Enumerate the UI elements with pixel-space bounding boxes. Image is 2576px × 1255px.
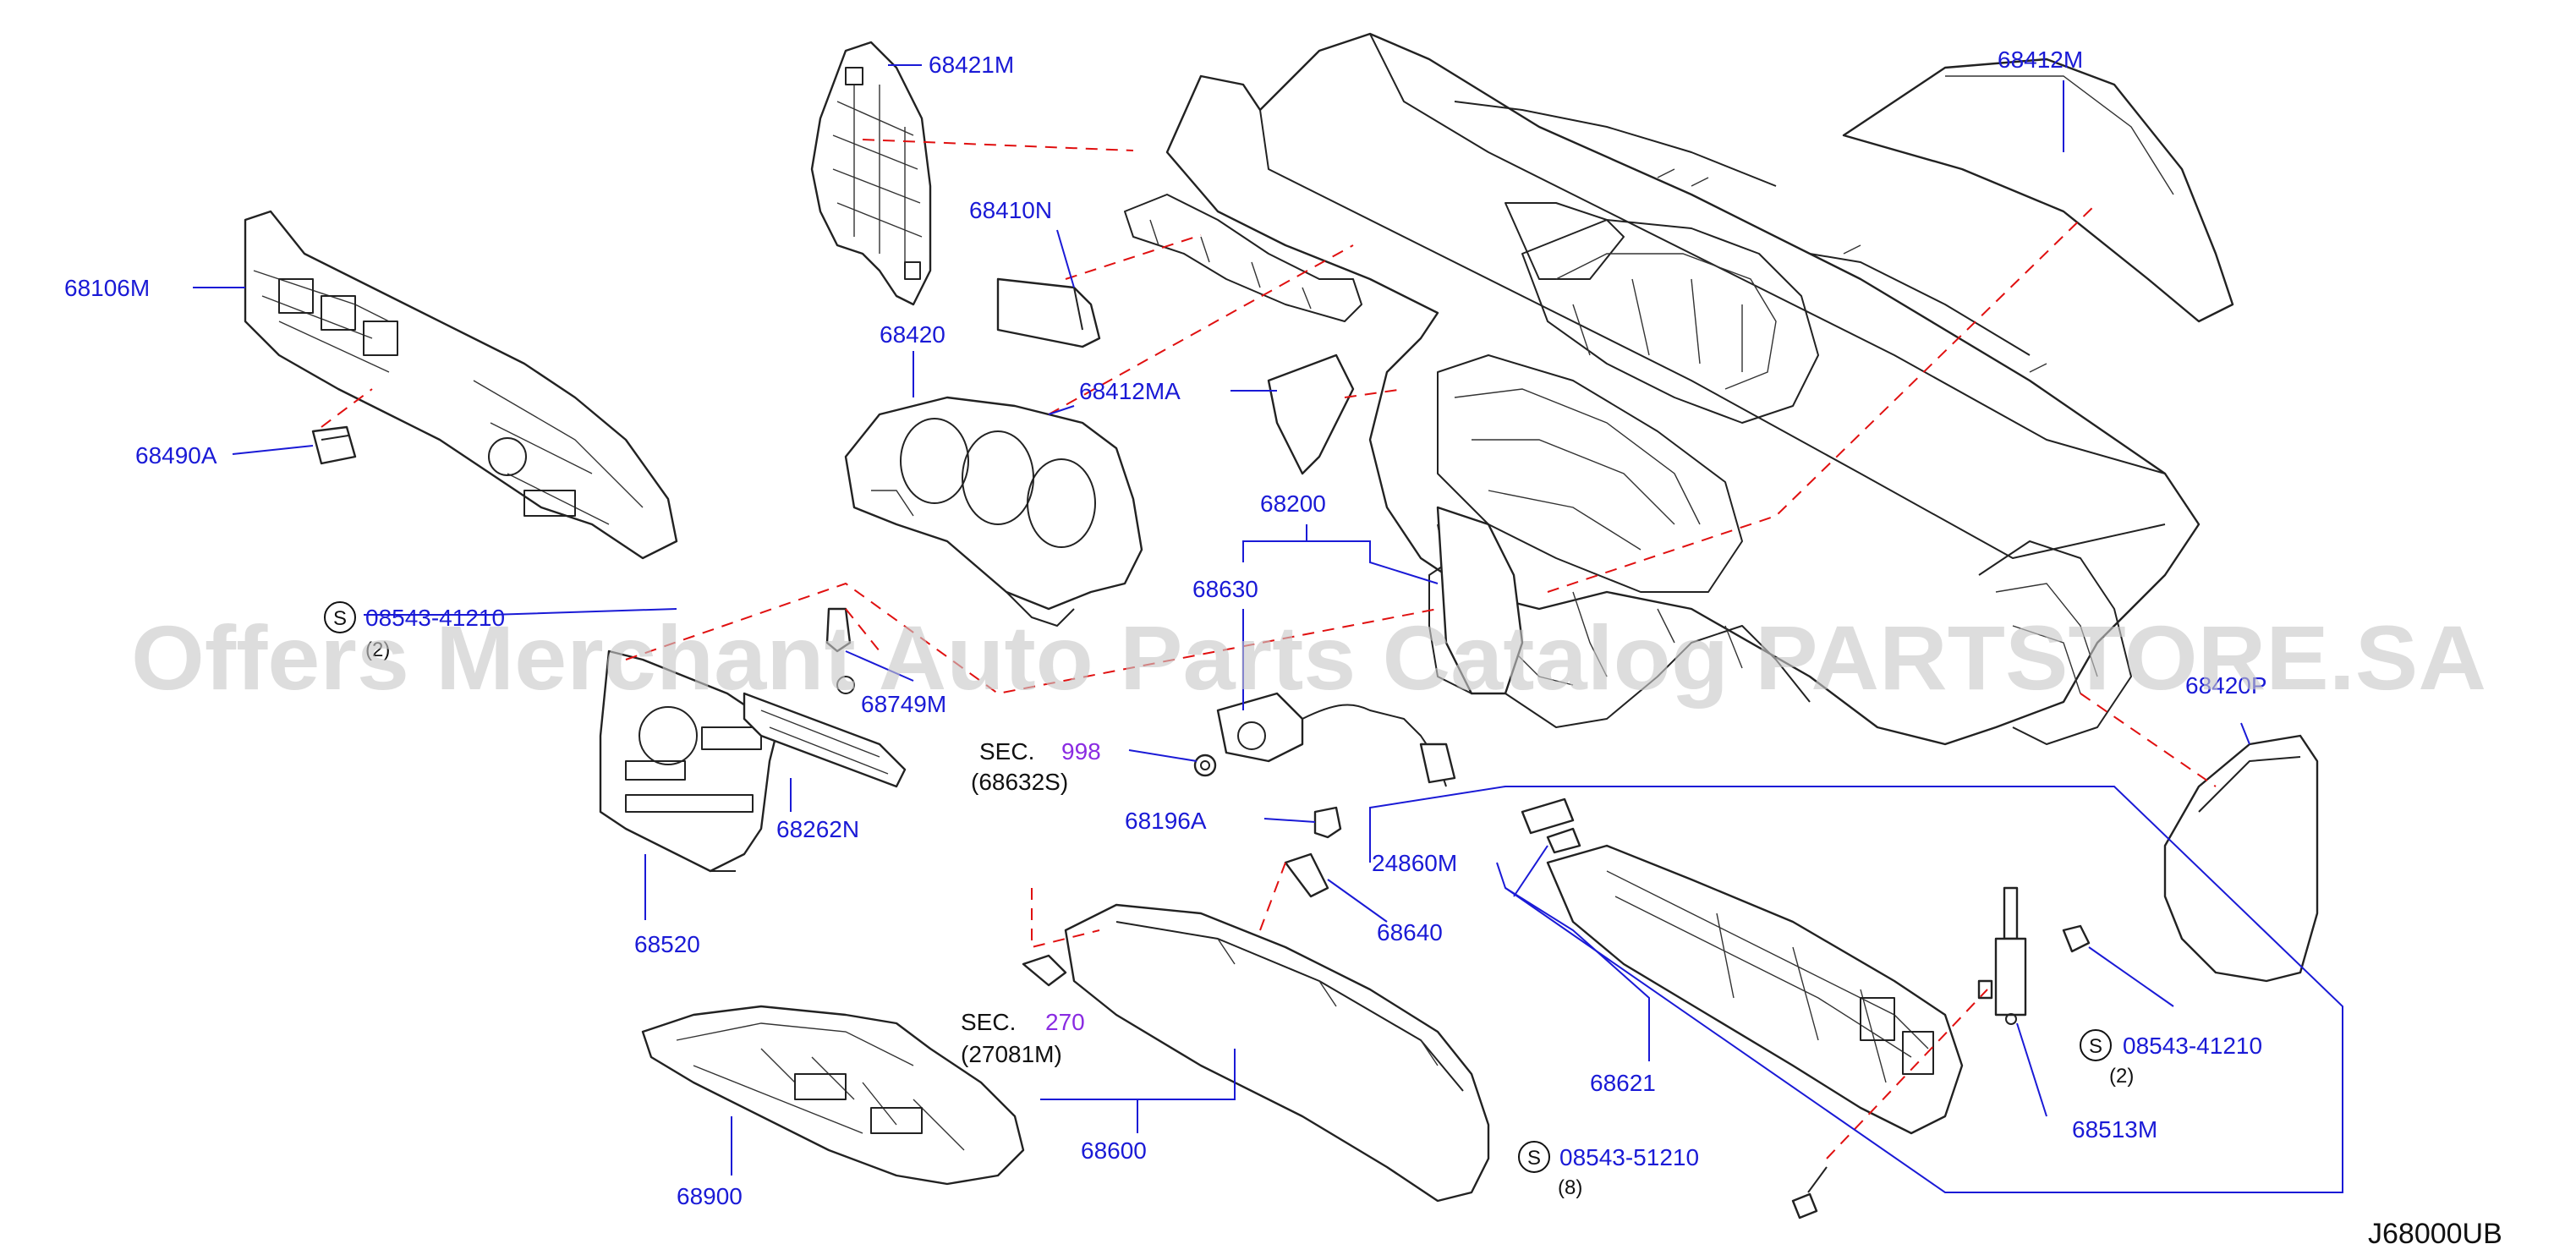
section-ref-270-number[interactable]: 270: [1045, 1009, 1085, 1035]
screw-symbol-letter: S: [333, 607, 347, 630]
lower-cover-68900-part[interactable]: [641, 1005, 1025, 1186]
glovebox-inner-part[interactable]: [1546, 844, 1964, 1135]
screw-callout-3[interactable]: S 08543-51210 (8): [1518, 1141, 1699, 1199]
callout-68600[interactable]: 68600: [1081, 1137, 1147, 1164]
harness-24860m-part[interactable]: [1521, 797, 1581, 854]
callout-68420[interactable]: 68420: [880, 321, 945, 348]
top-cover-part[interactable]: [1842, 58, 2234, 323]
screw-callout-1-qty: (2): [365, 638, 390, 661]
damper-68513m-part[interactable]: [1977, 886, 2027, 1025]
callout-68513m[interactable]: 68513M: [2072, 1116, 2157, 1143]
callout-68490a[interactable]: 68490A: [135, 442, 217, 469]
section-ref-998-ref: (68632S): [971, 769, 1068, 795]
screw-symbol-letter: S: [1527, 1147, 1541, 1170]
callout-68421m[interactable]: 68421M: [929, 52, 1014, 78]
callout-68412m[interactable]: 68412M: [1998, 47, 2083, 73]
center-finisher-part[interactable]: [599, 649, 780, 873]
screw-callout-3-number[interactable]: 08543-51210: [1559, 1144, 1699, 1170]
callout-68900[interactable]: 68900: [677, 1183, 743, 1209]
assembly-dashed-lines: [321, 139, 2217, 1159]
callout-68640[interactable]: 68640: [1377, 919, 1443, 945]
callout-68262n[interactable]: 68262N: [776, 816, 859, 842]
screw-callout-2-qty: (2): [2109, 1065, 2134, 1088]
lower-left-panel-part[interactable]: [244, 210, 678, 560]
callout-68520[interactable]: 68520: [634, 931, 700, 957]
side-cover-68420p-part[interactable]: [2163, 734, 2319, 983]
callout-68410n[interactable]: 68410N: [969, 197, 1052, 223]
side-bezel-part[interactable]: [810, 41, 932, 306]
callout-labels: 68421M 68412M 68410N 68106M 68420 68412M…: [64, 47, 2267, 1209]
callout-68621[interactable]: 68621: [1590, 1070, 1656, 1096]
callout-68196a[interactable]: 68196A: [1125, 808, 1207, 834]
switch-68630-part[interactable]: [1216, 692, 1456, 787]
callout-68106m[interactable]: 68106M: [64, 275, 150, 301]
clip-68749m-part[interactable]: [825, 607, 855, 694]
screw-symbol-icon: [1518, 1141, 1550, 1173]
screw-symbol-icon: [2080, 1029, 2112, 1061]
section-ref-270-label: SEC.: [961, 1009, 1016, 1035]
callout-24860m[interactable]: 24860M: [1372, 850, 1457, 876]
section-ref-270-ref: (27081M): [961, 1041, 1062, 1067]
callout-68420p[interactable]: 68420P: [2185, 672, 2267, 699]
screw-symbol-icon: [324, 601, 356, 633]
clip-68196a-part[interactable]: [1313, 806, 1342, 839]
callout-68749m[interactable]: 68749M: [861, 691, 946, 717]
screw-lower-part[interactable]: [1791, 1166, 1828, 1219]
screw-symbol-letter: S: [2089, 1035, 2102, 1058]
screw-callout-2[interactable]: S 08543-41210 (2): [2080, 1029, 2262, 1088]
clip-68490a-part[interactable]: [311, 425, 357, 465]
section-ref-998[interactable]: SEC. 998 (68632S): [971, 738, 1101, 795]
striker-68640-part[interactable]: [1284, 852, 1329, 898]
leader-lines: [193, 64, 2343, 1193]
trim-68412ma-part[interactable]: [1267, 353, 1355, 475]
cluster-hood-part[interactable]: [844, 396, 1143, 627]
vent-68262n-part[interactable]: [743, 692, 907, 788]
callout-68412ma[interactable]: 68412MA: [1079, 378, 1181, 404]
bracket-68200-part[interactable]: [1436, 506, 1524, 695]
screw-callout-1[interactable]: S 08543-41210 (2): [324, 601, 505, 661]
small-cover-part[interactable]: [996, 277, 1101, 348]
diagram-code: J68000UB: [2368, 1218, 2502, 1250]
watermark: Offers Merchant Auto Parts Catalog PARTS…: [131, 606, 2486, 709]
section-ref-998-number[interactable]: 998: [1061, 738, 1101, 765]
screw-right-part[interactable]: [2062, 924, 2091, 953]
section-ref-270[interactable]: SEC. 270 (27081M): [961, 1009, 1085, 1067]
screw-callout-2-number[interactable]: 08543-41210: [2123, 1033, 2262, 1059]
bolt-998-part[interactable]: [1193, 754, 1217, 777]
callout-68630[interactable]: 68630: [1192, 576, 1258, 602]
screw-callout-1-number[interactable]: 08543-41210: [365, 605, 505, 631]
glovebox-lid-part[interactable]: [1064, 903, 1490, 1203]
duct-piece-part[interactable]: [1022, 954, 1067, 987]
callout-68200[interactable]: 68200: [1260, 490, 1326, 517]
section-ref-998-label: SEC.: [979, 738, 1034, 765]
screw-callout-3-qty: (8): [1558, 1176, 1582, 1199]
